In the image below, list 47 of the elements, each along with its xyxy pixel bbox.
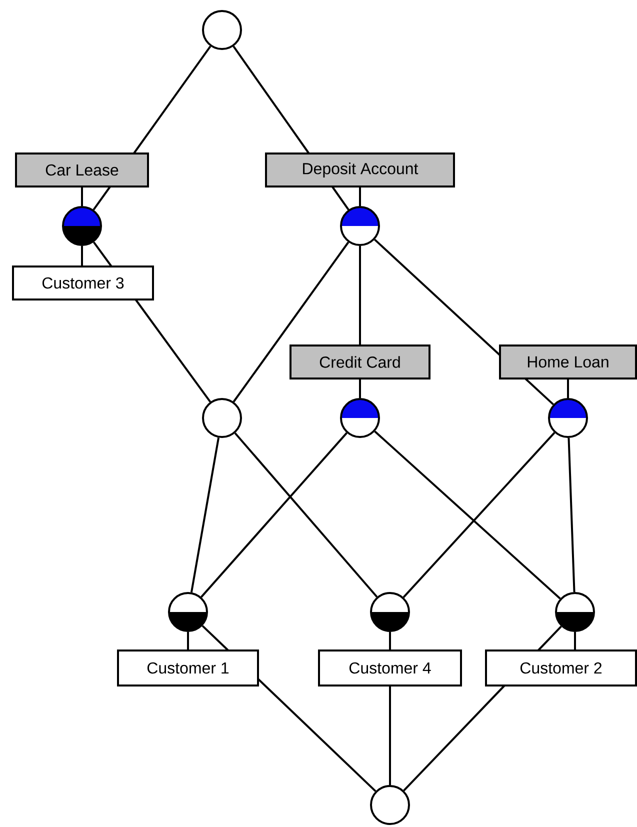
connector-line — [402, 432, 556, 598]
connector-line — [232, 46, 310, 154]
connector-line — [403, 684, 506, 792]
connector-line — [132, 46, 212, 154]
connector-line — [92, 242, 112, 268]
connector-line — [202, 625, 229, 652]
connector-line — [234, 432, 378, 598]
connector-line — [389, 632, 391, 650]
concept-circle — [62, 206, 102, 246]
tick-line — [574, 632, 576, 650]
concept-circle — [202, 398, 242, 438]
object-box: Customer 3 — [12, 266, 154, 300]
connector-line — [359, 380, 361, 398]
attribute-box: Home Loan — [499, 344, 637, 380]
attribute-box: Car Lease — [15, 152, 149, 188]
attribute-box: Deposit Account — [265, 152, 455, 188]
object-box: Customer 1 — [117, 650, 259, 686]
object-box: Customer 4 — [318, 650, 462, 686]
tick-line — [567, 380, 569, 398]
connector-line — [359, 246, 361, 344]
concept-circle — [340, 398, 380, 438]
tick-line — [187, 632, 189, 650]
connector-line — [374, 430, 561, 600]
connector-line — [92, 186, 112, 210]
concept-circle — [370, 785, 410, 825]
concept-circle — [168, 592, 208, 632]
connector-line — [331, 186, 350, 210]
concept-circle — [202, 10, 242, 50]
connector-line — [232, 242, 350, 402]
connector-line — [374, 238, 501, 356]
concept-circle — [555, 592, 595, 632]
connector-line — [257, 678, 376, 792]
connector-line — [524, 378, 554, 406]
concept-circle — [370, 592, 410, 632]
tick-line — [81, 188, 83, 206]
concept-circle — [340, 206, 380, 246]
attribute-box: Credit Card — [290, 344, 430, 380]
tick-line — [359, 188, 361, 206]
connector-line — [568, 438, 576, 592]
connector-line — [389, 686, 391, 785]
connector-line — [190, 438, 220, 592]
connector-line — [537, 626, 562, 652]
concept-circle — [548, 398, 588, 438]
tick-line — [81, 246, 83, 266]
object-box: Customer 2 — [485, 650, 637, 686]
connector-line — [134, 298, 212, 402]
connector-line — [200, 432, 348, 598]
